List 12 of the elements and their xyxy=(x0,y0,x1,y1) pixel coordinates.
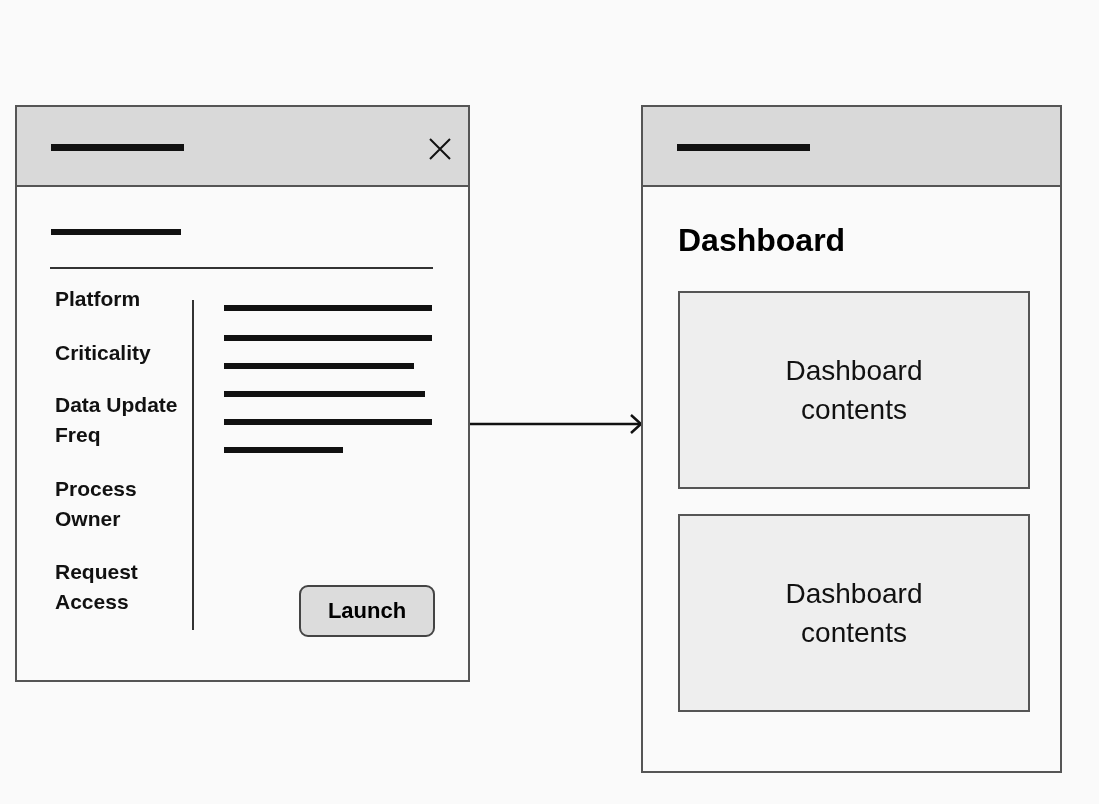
field-label: Data Update Freq xyxy=(55,392,179,448)
field-label: Criticality xyxy=(55,340,152,366)
field-label: Process Owner xyxy=(55,476,138,532)
button: Launch xyxy=(299,585,435,637)
section-heading: Dashboard xyxy=(678,222,846,259)
window-frame xyxy=(15,105,470,682)
content-panel: Dashboard contents xyxy=(678,514,1030,712)
content-panel: Dashboard contents xyxy=(678,291,1030,489)
arrow xyxy=(470,413,643,435)
field-label: Platform xyxy=(55,286,142,312)
window-frame xyxy=(641,105,1062,773)
field-label: Request Access xyxy=(55,559,139,615)
